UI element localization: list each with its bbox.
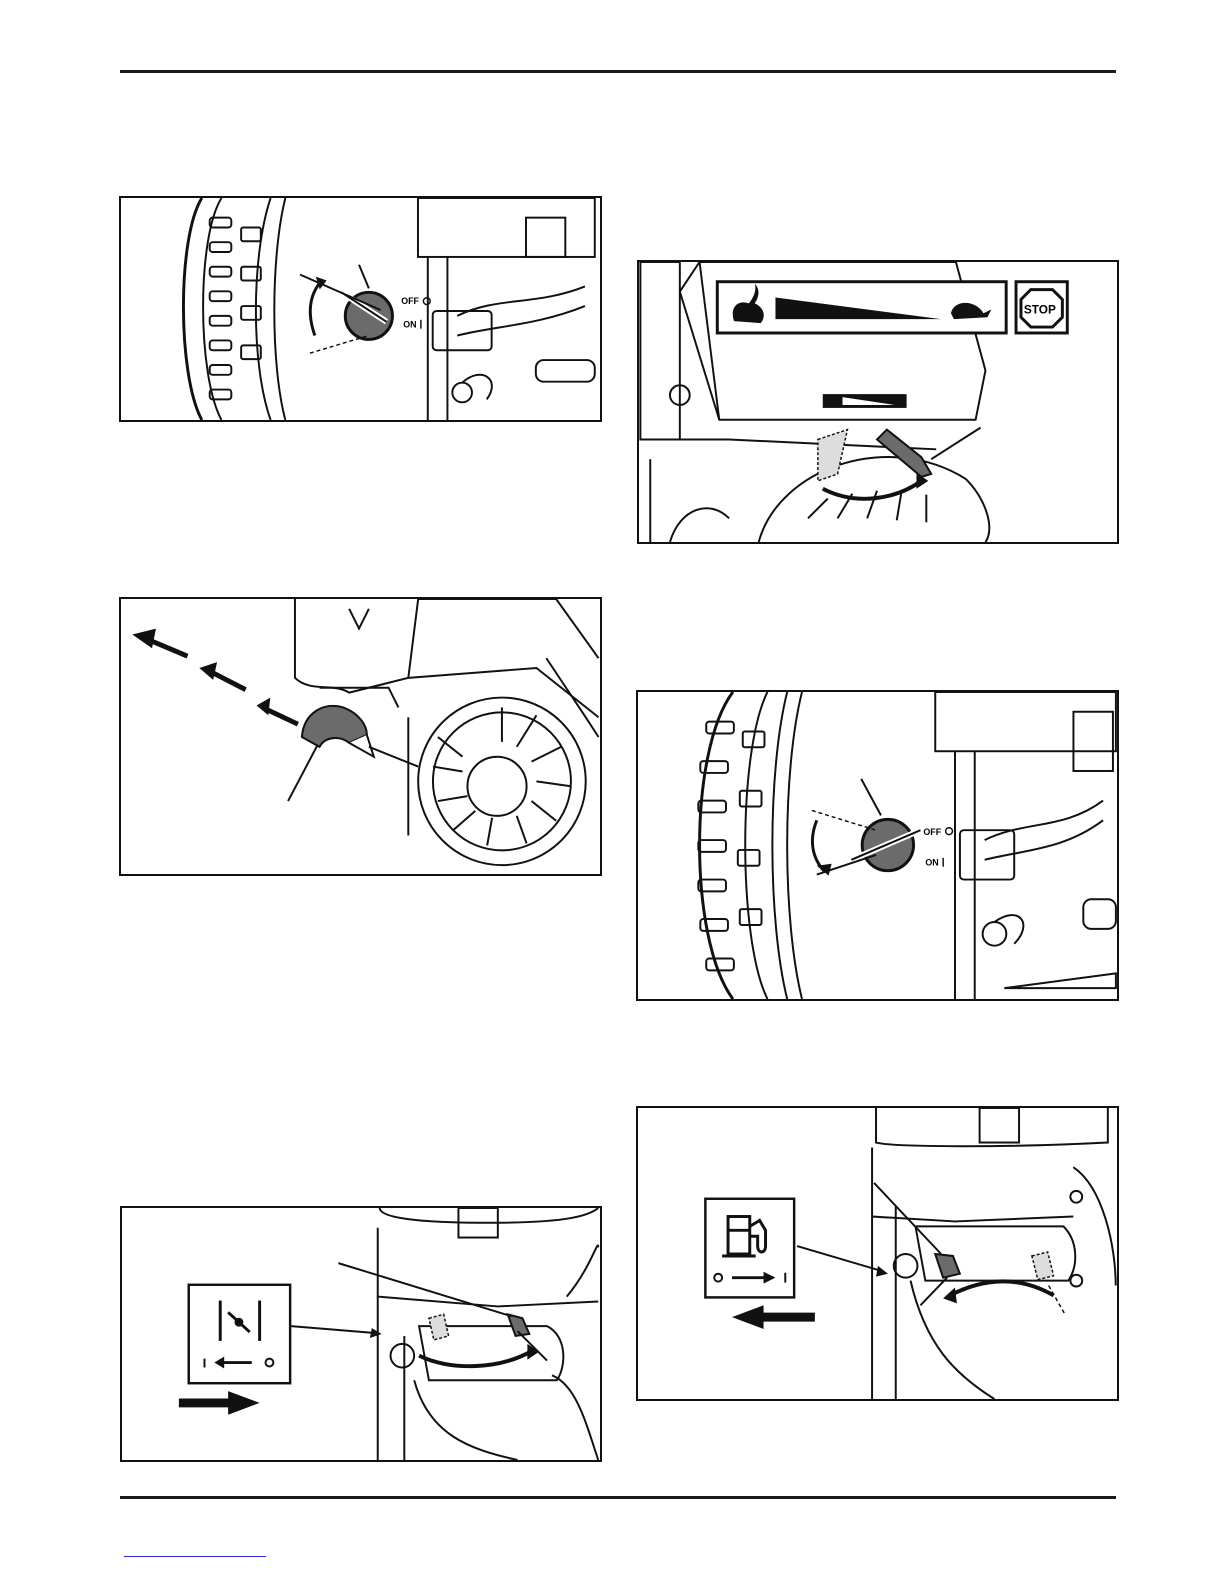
off-label: OFF	[401, 296, 419, 306]
fuel-valve-illustration	[638, 1108, 1117, 1399]
direction-arrow-right-icon	[228, 1391, 260, 1415]
footer-link-underline	[124, 1556, 266, 1557]
choke-closed-illustration: OFF ON	[638, 692, 1117, 999]
on-label: ON	[925, 858, 938, 868]
figure-recoil-starter	[119, 597, 602, 876]
stop-label: STOP	[1024, 302, 1056, 316]
bottom-rule	[120, 1496, 1116, 1499]
choke-knob-illustration: OFF ON	[121, 198, 600, 420]
direction-arrow-left-icon	[732, 1305, 764, 1329]
on-label: ON	[403, 320, 416, 330]
recoil-starter-illustration	[121, 599, 600, 874]
choke-lever-illustration	[122, 1208, 600, 1460]
top-rule	[120, 70, 1116, 73]
figure-throttle-lever: STOP	[637, 260, 1119, 544]
off-label: OFF	[923, 827, 941, 837]
figure-choke-knob-closed: OFF ON	[636, 690, 1119, 1001]
pull-direction-arrows	[132, 629, 298, 725]
figure-choke-lever	[120, 1206, 602, 1462]
figure-choke-knob-open: OFF ON	[119, 196, 602, 422]
throttle-illustration: STOP	[639, 262, 1117, 542]
figure-fuel-valve	[636, 1106, 1119, 1401]
